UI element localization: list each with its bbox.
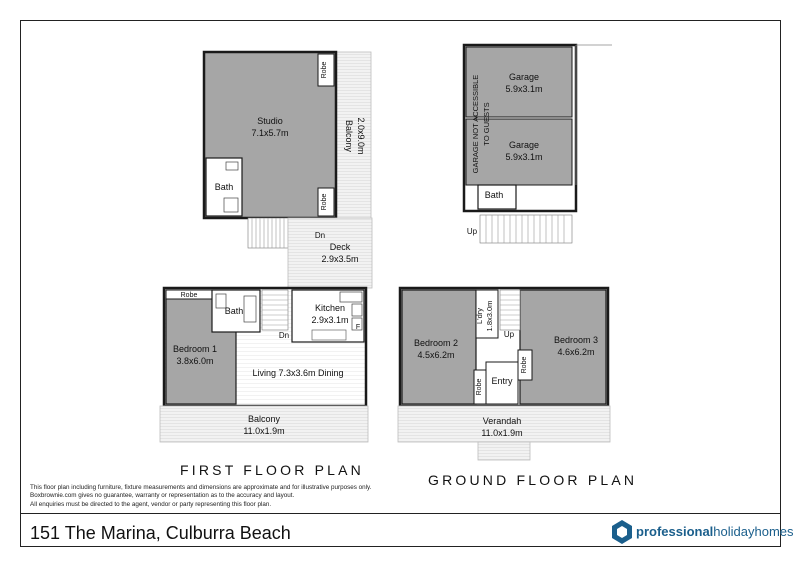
first-balcony-front [159, 405, 369, 443]
balcony-front-size: 11.0x1.9m [243, 426, 284, 436]
disclaimer-line: Boxbrownie.com gives no guarantee, warra… [30, 492, 295, 500]
deck-label: Deck [330, 242, 351, 252]
dn-label-2: Dn [279, 331, 289, 340]
brand-logo-icon [612, 520, 632, 544]
entry-area [485, 361, 519, 405]
brand-part2: holidayhomes [713, 524, 794, 539]
garage-note-2: TO GUESTS [482, 102, 491, 145]
studio-bath-label: Bath [215, 182, 234, 192]
balcony-side-size: 2.0x9.0m [356, 117, 366, 154]
disclaimer: This floor plan including furniture, fix… [30, 484, 410, 509]
disclaimer-line: All enquiries must be directed to the ag… [30, 500, 272, 508]
ground-floor-title: GROUND FLOOR PLAN [428, 472, 638, 488]
bedroom3-room [519, 289, 607, 405]
garage1-label: Garage [509, 72, 539, 82]
first-bath [211, 289, 261, 333]
fridge-label: F [356, 324, 360, 331]
bedroom3-size: 4.6x6.2m [557, 347, 594, 357]
living-label: Living 7.3x3.6m Dining [252, 368, 343, 378]
ground-bath [477, 184, 517, 210]
garage2-label: Garage [509, 140, 539, 150]
bedroom1-label: Bedroom 1 [173, 344, 217, 354]
entry-label: Entry [491, 376, 513, 386]
garage2-size: 5.9x3.1m [505, 152, 542, 162]
ground-bath-label: Bath [485, 190, 504, 200]
kitchen-size: 2.9x3.1m [311, 315, 348, 325]
verandah-area [397, 405, 611, 443]
robe-label: Robe [181, 292, 198, 299]
footer-divider [21, 513, 780, 514]
verandah-size: 11.0x1.9m [481, 428, 522, 438]
garage1-size: 5.9x3.1m [505, 84, 542, 94]
bedroom2-room [401, 289, 477, 405]
brand-logo-text: professionalholidayhomes [636, 524, 794, 539]
balcony-front-label: Balcony [248, 414, 281, 424]
up-label-2: Up [504, 330, 515, 339]
up-label-1: Up [467, 227, 478, 236]
disclaimer-line: This floor plan including furniture, fix… [30, 484, 372, 491]
studio-robe-top-label: Robe [321, 62, 328, 79]
bedroom1-size: 3.8x6.0m [176, 356, 213, 366]
ground-stairs-inner [499, 289, 521, 331]
laundry-area [475, 289, 499, 339]
studio-label: Studio [257, 116, 283, 126]
garage1-room [465, 46, 573, 118]
studio-robe-bottom [317, 187, 335, 217]
bedroom3-label: Bedroom 3 [554, 335, 598, 345]
property-address: 151 The Marina, Culburra Beach [30, 523, 291, 543]
ground-stairs-upper [479, 214, 573, 244]
bath-label: Bath [225, 306, 244, 316]
robe-left-label: Robe [476, 379, 483, 396]
deck-area [287, 217, 373, 289]
studio-robe-top [317, 53, 335, 87]
deck-size: 2.9x3.5m [321, 254, 358, 264]
kitchen-label: Kitchen [315, 303, 345, 313]
verandah-label: Verandah [483, 416, 522, 426]
dn-label-1: Dn [315, 231, 325, 240]
studio-size: 7.1x5.7m [251, 128, 288, 138]
garage-note: GARAGE NOT ACCESSIBLE [471, 75, 480, 174]
first-floor-stairs-inner [261, 289, 289, 331]
studio-robe-bottom-label: Robe [321, 194, 328, 211]
laundry-size: 1.8x3.0m [485, 301, 494, 332]
bedroom2-label: Bedroom 2 [414, 338, 458, 348]
first-floor-title: FIRST FLOOR PLAN [180, 462, 364, 478]
page-frame [20, 20, 781, 547]
bedroom2-size: 4.5x6.2m [417, 350, 454, 360]
garage2-room [465, 118, 573, 186]
brand-part1: professional [636, 524, 714, 539]
laundry-label: L'dry [475, 308, 484, 324]
balcony-side-label: Balcony [344, 120, 354, 153]
robe-right-label: Robe [521, 357, 528, 374]
